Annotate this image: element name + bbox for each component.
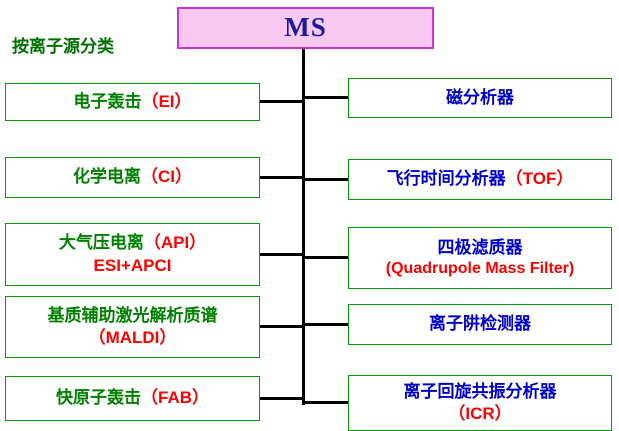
connector-right-quadrupole [303,256,348,259]
node-fab: 快原子轰击（FAB） [5,376,260,421]
node-ms-label: MS [284,12,327,43]
node-api: 大气压电离（API） ESI+APCI [5,223,260,286]
node-api-line2: ESI+APCI [93,255,172,275]
node-maldi-label: 基质辅助激光解析质谱 [47,305,218,325]
connector-left-ci [260,176,305,179]
node-tof-label: 飞行时间分析器 [386,169,506,189]
node-ion-trap: 离子阱检测器 [348,304,612,345]
node-ms: MS [177,7,434,49]
node-maldi-acronym: （MALDI） [88,328,177,347]
node-api-label: 大气压电离 [58,233,144,253]
node-icr-acronym: （ICR） [448,404,512,423]
connector-left-maldi [260,325,305,328]
node-fab-line: 快原子轰击（FAB） [56,387,209,409]
node-quadrupole-label: 四极滤质器 [437,237,523,257]
connector-right-tof [303,178,348,181]
connector-left-api [260,253,305,256]
node-ci-acronym: （CI） [141,167,192,187]
node-magnetic-analyzer: 磁分析器 [348,78,612,118]
node-api-line1: 大气压电离（API） [59,232,206,254]
connector-left-ei [260,100,305,103]
node-tof: 飞行时间分析器（TOF） [348,159,612,200]
trunk-line [302,49,305,405]
node-quadrupole: 四极滤质器 (Quadrupole Mass Filter) [348,227,612,289]
node-quadrupole-subtitle: (Quadrupole Mass Filter) [385,259,575,277]
node-ei-acronym: （EI） [141,91,192,111]
node-magnetic-analyzer-label: 磁分析器 [446,87,514,107]
node-ci-line: 化学电离（CI） [73,166,192,188]
node-icr: 离子回旋共振分析器 （ICR） [348,375,612,431]
connector-right-magnetic [303,96,348,99]
connector-right-iontrap [303,323,348,326]
node-fab-label: 快原子轰击 [56,388,141,408]
node-ci-label: 化学电离 [73,167,141,187]
node-icr-label: 离子回旋共振分析器 [403,381,557,401]
node-ion-trap-label: 离子阱检测器 [429,314,531,334]
node-tof-line: 飞行时间分析器（TOF） [387,168,574,190]
node-api-acronym: （API） [143,233,207,253]
node-ci: 化学电离（CI） [5,157,260,198]
node-tof-acronym: （TOF） [505,169,574,189]
node-ei: 电子轰击（EI） [5,83,260,121]
connector-left-fab [260,397,305,400]
category-label: 按离子源分类 [12,37,114,56]
node-fab-acronym: （FAB） [141,388,209,408]
node-ei-line: 电子轰击（EI） [73,91,191,113]
node-maldi: 基质辅助激光解析质谱 （MALDI） [5,296,260,358]
connector-right-icr [303,401,348,404]
node-ei-label: 电子轰击 [73,91,142,111]
